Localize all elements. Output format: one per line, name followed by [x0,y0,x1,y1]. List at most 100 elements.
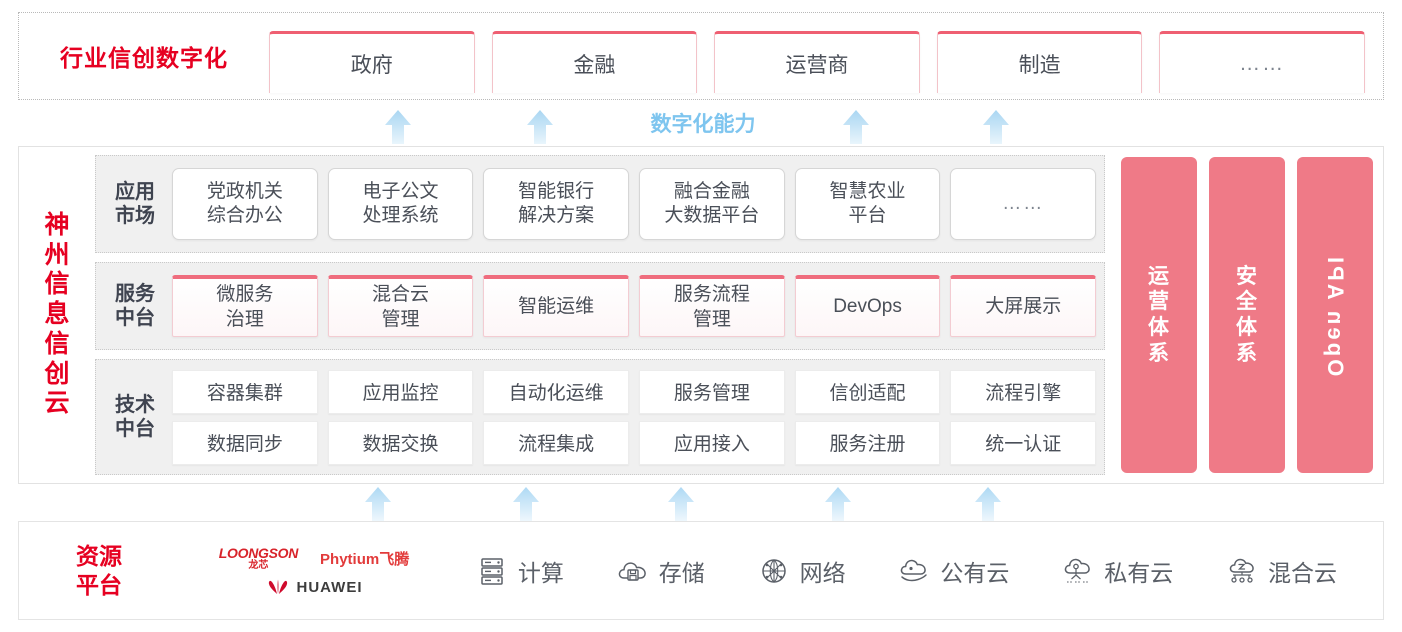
app-card-party-gov-office[interactable]: 党政机关 综合办公 [172,168,318,240]
tech-platform-card-grid: 容器集群 应用监控 自动化运维 服务管理 信创适配 流程引擎 数据同步 数据交换… [172,369,1097,465]
tech-card-service-management[interactable]: 服务管理 [639,369,785,414]
tech-card-process-integration[interactable]: 流程集成 [483,420,630,465]
service-platform-card-list: 微服务 治理 混合云 管理 智能运维 [172,275,1097,337]
cloud-title-char-5: 信 [44,329,70,358]
tech-card-application-access[interactable]: 应用接入 [639,420,785,465]
resource-item-compute[interactable]: 计算 [475,554,564,588]
industry-card-finance[interactable]: 金融 [491,31,698,93]
tech-card-process-engine[interactable]: 流程引擎 [950,369,1097,414]
phytium-logo: Phytium飞腾 [320,550,410,568]
resource-item-hybrid-cloud-label: 混合云 [1268,559,1338,586]
tech-card-application-monitoring[interactable]: 应用监控 [327,369,474,414]
app-card-finance-bigdata-platform-line2: 大数据平台 [664,205,760,226]
service-card-intelligent-ops[interactable]: 智能运维 [483,275,630,337]
resource-arrow-icon-2 [506,487,546,521]
app-card-more[interactable]: …… [950,168,1097,240]
cloud-storage-icon [618,561,646,581]
service-card-microservice-governance[interactable]: 微服务 治理 [172,275,318,337]
app-card-finance-bigdata-platform[interactable]: 融合金融 大数据平台 [639,168,785,240]
hybrid-cloud-icon [1229,558,1254,583]
app-card-party-gov-office-line2: 综合办公 [206,205,283,226]
app-card-smart-agriculture-platform-line1: 智慧农业 [829,180,906,202]
tech-card-data-sync[interactable]: 数据同步 [172,420,318,465]
server-icon [481,557,503,585]
resource-item-private-cloud[interactable]: 私有云 [1061,554,1173,588]
industry-card-telecom[interactable]: 运营商 [714,31,920,93]
resource-item-private-cloud-label: 私有云 [1104,559,1174,586]
cloud-panel: 神 州 信 息 信 创 云 应用 市场 党政机关 [18,146,1384,484]
resource-item-list: 计算 存储 [449,554,1383,588]
app-card-e-document-system-line1: 电子公文 [362,180,439,202]
resource-item-storage-label: 存储 [658,559,705,586]
tech-card-service-registry[interactable]: 服务注册 [794,420,941,465]
capability-arrow-icon-2 [520,110,560,144]
tech-card-data-exchange[interactable]: 数据交换 [327,420,474,465]
cloud-title-char-7: 云 [44,389,70,418]
service-card-service-process-management-line1: 服务流程 [673,284,750,306]
row-service-platform: 服务 中台 微服务 治理 混合云 管 [95,262,1105,350]
vendor-logo-row-1: LOONGSON 龙芯 Phytium飞腾 [219,546,409,571]
tech-card-xinchuang-adaptation[interactable]: 信创适配 [794,369,941,414]
industry-card-more[interactable]: …… [1159,31,1365,93]
app-card-e-document-system[interactable]: 电子公文 处理系统 [327,168,474,240]
cloud-pillars-column: 运 营 体 系 安 全 体 系 Open API [1115,155,1373,475]
capability-arrow-icon-1 [378,110,418,144]
cloud-panel-body: 应用 市场 党政机关 综合办公 电子公文 [95,147,1383,483]
capability-arrow-icon-3 [836,110,876,144]
capability-arrow-strip: 数字化能力 [18,104,1384,144]
pillar-operations-system[interactable]: 运 营 体 系 [1121,157,1197,473]
tech-card-container-cluster[interactable]: 容器集群 [172,369,318,414]
app-card-smart-bank-solution[interactable]: 智能银行 解决方案 [483,168,630,240]
resource-item-storage[interactable]: 存储 [616,554,705,588]
app-card-finance-bigdata-platform-line1: 融合金融 [673,180,750,202]
row-label-service-platform: 服务 中台 [104,282,166,331]
industry-band: 行业信创数字化 政府 金融 运营商 制造 …… [18,12,1384,100]
resource-arrow-icon-3 [661,487,701,521]
cloud-title-char-3: 信 [44,270,70,299]
network-globe-icon [761,558,786,583]
row-label-tech-platform-line2: 中台 [115,418,155,440]
tech-card-automated-ops[interactable]: 自动化运维 [483,369,630,414]
pillar-security-char-3: 体 [1236,316,1258,339]
service-card-hybrid-cloud-management-line2: 管理 [381,308,420,330]
service-card-devops[interactable]: DevOps [794,275,941,337]
pillar-security-char-2: 全 [1236,290,1258,314]
huawei-logo-text: HUAWEI [296,578,363,596]
capability-label: 数字化能力 [650,113,756,136]
service-card-hybrid-cloud-management[interactable]: 混合云 管理 [327,275,474,337]
pillar-security-system[interactable]: 安 全 体 系 [1209,157,1285,473]
service-card-service-process-management-line2: 管理 [692,308,731,330]
cloud-title-char-2: 州 [44,240,70,269]
pillar-open-api[interactable]: Open API [1297,157,1373,473]
industry-card-manufacturing[interactable]: 制造 [936,31,1143,93]
resource-arrow-icon-4 [818,487,858,521]
cloud-rows-column: 应用 市场 党政机关 综合办公 电子公文 [95,155,1105,475]
huawei-flower-icon [268,579,287,594]
loongson-logo-line1: LOONGSON [218,544,299,561]
private-cloud-icon [1064,558,1091,582]
service-card-microservice-governance-line1: 微服务 [216,284,274,306]
pillar-operations-char-4: 系 [1148,341,1170,365]
row-label-app-market: 应用 市场 [104,180,166,229]
app-card-smart-bank-solution-line1: 智能银行 [518,180,595,202]
capability-arrow-icon-4 [976,110,1016,144]
app-card-smart-agriculture-platform-line2: 平台 [848,205,887,226]
resource-item-hybrid-cloud[interactable]: 混合云 [1225,554,1337,588]
vendor-logo-group: LOONGSON 龙芯 Phytium飞腾 HUAWEI [179,546,449,596]
industry-card-government[interactable]: 政府 [269,31,475,93]
resource-item-network-label: 网络 [799,559,846,586]
row-label-tech-platform-line1: 技术 [115,393,155,416]
row-label-service-platform-line1: 服务 [115,282,155,305]
resource-platform-title-line2: 平台 [76,571,122,598]
service-card-service-process-management[interactable]: 服务流程 管理 [639,275,785,337]
tech-platform-row-1: 容器集群 应用监控 自动化运维 服务管理 信创适配 流程引擎 [172,369,1097,414]
tech-card-unified-authentication[interactable]: 统一认证 [950,420,1097,465]
resource-item-network[interactable]: 网络 [757,554,846,588]
cloud-title-char-6: 创 [44,359,70,388]
resource-item-public-cloud-label: 公有云 [940,559,1010,586]
resource-item-public-cloud[interactable]: 公有云 [897,554,1009,588]
service-card-large-screen-display[interactable]: 大屏展示 [950,275,1097,337]
resource-platform-band: 资源 平台 LOONGSON 龙芯 Phytium飞腾 HUAWEI [18,521,1384,620]
app-card-smart-agriculture-platform[interactable]: 智慧农业 平台 [794,168,941,240]
service-card-microservice-governance-line2: 治理 [225,308,264,330]
